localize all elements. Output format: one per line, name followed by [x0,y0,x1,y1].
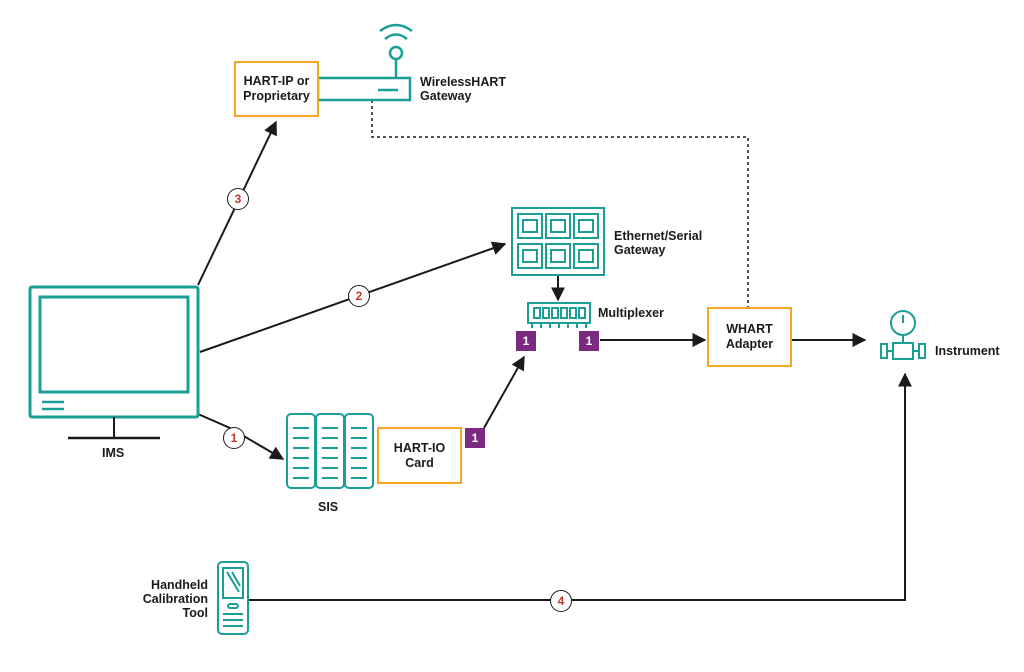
wirelesshart-gateway-icon [316,23,413,102]
multiplexer-label: Multiplexer [598,306,664,320]
ims-monitor-icon [28,285,200,440]
whart-adapter-label: WHART Adapter [725,322,774,351]
handheld-tool-label: Handheld Calibration Tool [142,578,208,620]
port-badge-hart-io: 1 [465,428,485,448]
handheld-calibration-tool-icon [217,561,249,635]
ethernet-serial-gateway-label: Ethernet/Serial Gateway [614,229,703,257]
connection-hart-io-to-multiplexer [483,355,525,429]
instrument-icon [880,310,926,360]
hart-ip-label: HART-IP or Proprietary [243,74,310,103]
connection-handheld-to-instrument [248,372,912,601]
hart-io-card-box: HART-IO Card [377,427,462,484]
port-badge-multiplexer-in: 1 [516,331,536,351]
wirelesshart-gateway-label: WirelessHART Gateway [420,75,507,103]
hart-ip-proprietary-box: HART-IP or Proprietary [234,61,319,117]
path-number-2: 2 [348,285,370,307]
path-number-1: 1 [223,427,245,449]
path-number-4: 4 [550,590,572,612]
connection-wirelesshart-dotted [371,100,749,307]
connections [197,100,912,601]
path-number-3: 3 [227,188,249,210]
port-badge-multiplexer-out: 1 [579,331,599,351]
sis-label: SIS [318,500,339,514]
sis-rack-icon [286,413,374,489]
ethernet-serial-gateway-icon [511,207,605,276]
ims-label: IMS [102,446,125,460]
hart-io-card-label: HART-IO Card [393,440,446,470]
instrument-label: Instrument [935,344,1000,358]
multiplexer-icon [527,302,591,328]
whart-adapter-box: WHART Adapter [707,307,792,367]
